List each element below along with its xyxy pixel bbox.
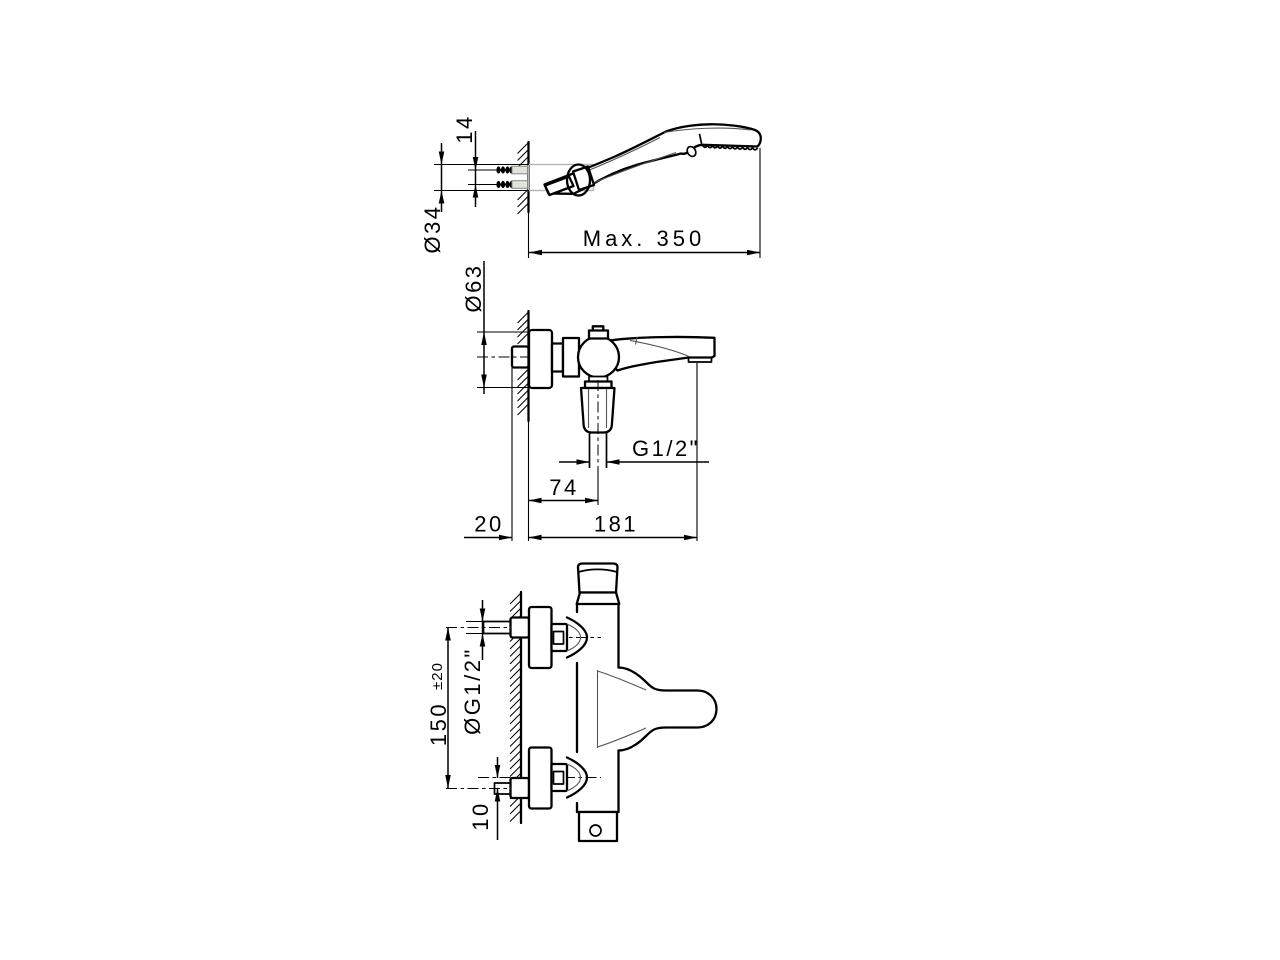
lower-body-form-lines xyxy=(587,389,608,428)
dim-label-eccentric-offset: 10 xyxy=(468,801,493,830)
screw-top xyxy=(496,165,528,175)
wall-rosette xyxy=(527,746,553,810)
cartridge-housing xyxy=(576,335,621,379)
hand-shower-body xyxy=(543,123,762,195)
union-nut-flat xyxy=(552,630,565,645)
union-flare xyxy=(565,756,589,799)
wall-anchor xyxy=(511,180,528,189)
dim-inlet-spacing: 150 ±20 xyxy=(426,627,451,788)
knob-top-arc xyxy=(578,568,618,573)
holder-ring xyxy=(565,163,592,197)
hand-shower-view: 14 Ø34 Max. 350 xyxy=(420,114,762,258)
union-flare xyxy=(565,616,589,659)
dim-label-rosette-diameter: Ø63 xyxy=(461,263,486,312)
dim-label-holder-diameter: Ø34 xyxy=(420,204,445,253)
inlet-union-bottom xyxy=(446,746,601,810)
mounting-screws xyxy=(468,165,528,189)
handle-outline xyxy=(617,666,718,752)
mixer-body-front xyxy=(575,562,718,843)
wall-anchor xyxy=(511,165,528,175)
pipe-extension-lines xyxy=(466,620,484,635)
hand-shower xyxy=(543,123,762,197)
dim-max-length: Max. 350 xyxy=(528,148,761,258)
mixer-body-side xyxy=(477,325,716,541)
body-neck xyxy=(550,342,565,373)
handle-form-lines xyxy=(596,670,647,748)
mixer-side-view: Ø63 G1/2" 74 20 181 xyxy=(461,261,716,541)
body-slab xyxy=(561,336,581,378)
spout-aerator xyxy=(687,356,713,363)
knob-base-ring xyxy=(575,591,621,606)
dim-total-projection: 181 xyxy=(528,363,698,541)
dim-spout-distance: 74 xyxy=(528,468,599,505)
dim-label-max-length: Max. 350 xyxy=(583,226,706,251)
mixer-front-view: ØG1/2" 150 ±20 10 xyxy=(426,562,718,843)
dim-label-spout-distance: 74 xyxy=(549,475,578,500)
spray-nozzles xyxy=(701,144,759,151)
dim-label-inlet-spacing: 150 xyxy=(426,702,451,746)
dim-label-screw-spacing: 14 xyxy=(452,114,477,143)
screw-bottom xyxy=(496,180,528,189)
dim-label-inlet-tolerance: ±20 xyxy=(429,662,446,690)
inlet-union-top xyxy=(446,605,601,670)
dim-label-outlet-thread: G1/2" xyxy=(632,436,700,461)
union-flare-inner xyxy=(566,623,582,652)
dim-holder-diameter: Ø34 xyxy=(420,143,529,254)
cartridge-cap xyxy=(587,329,610,340)
eccentric-nut xyxy=(509,776,531,800)
union-flare-inner xyxy=(566,763,582,792)
screw-centerlines xyxy=(468,169,497,186)
dim-label-inlet-thread: ØG1/2" xyxy=(460,647,485,735)
faceplate-divider xyxy=(698,133,703,146)
spout-form-lines xyxy=(629,336,690,358)
dim-outlet-thread: G1/2" xyxy=(559,436,709,465)
dim-inlet-thread: ØG1/2" xyxy=(460,600,486,735)
union-nut-flat xyxy=(552,770,565,785)
hanging-ring xyxy=(686,145,697,158)
dim-screw-spacing: 14 xyxy=(452,114,479,207)
wall-rosette xyxy=(527,605,553,670)
bracket-hole xyxy=(589,824,602,837)
spout xyxy=(605,335,716,372)
dim-eccentric-offset: 10 xyxy=(468,757,501,840)
dim-label-wall-clearance: 20 xyxy=(474,512,503,537)
dim-wall-clearance: 20 xyxy=(464,512,512,541)
wall-section xyxy=(517,140,530,258)
eccentric-nut xyxy=(509,616,531,639)
handle-fill xyxy=(618,667,717,751)
wall-rosette xyxy=(527,328,554,390)
wall-hatching xyxy=(517,142,529,215)
dim-rosette-diameter: Ø63 xyxy=(461,261,530,394)
dim-label-total-projection: 181 xyxy=(594,512,638,537)
temperature-knob xyxy=(576,562,619,594)
